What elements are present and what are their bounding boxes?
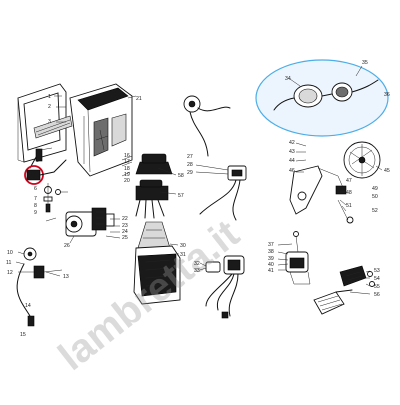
callout-19: 19 — [124, 172, 130, 178]
connector-53-56 — [339, 265, 375, 287]
callout-8: 8 — [34, 203, 37, 209]
callout-3: 3 — [48, 119, 51, 125]
callout-56: 56 — [374, 292, 380, 298]
callout-23: 23 — [122, 223, 128, 229]
callout-5: 5 — [36, 158, 39, 164]
battery-frame-assembly — [17, 83, 133, 177]
callout-4: 4 — [36, 149, 39, 155]
callout-13: 13 — [63, 274, 69, 280]
callout-28: 28 — [187, 162, 193, 168]
switch-37-41 — [285, 231, 311, 285]
callout-41: 41 — [268, 268, 274, 274]
callout-53: 53 — [374, 268, 380, 274]
callout-49: 49 — [372, 186, 378, 192]
callout-17: 17 — [124, 159, 130, 165]
callout-18: 18 — [124, 166, 130, 172]
hardware-6-9 — [26, 159, 68, 213]
horn-45 — [343, 141, 381, 179]
relay-block-57 — [135, 179, 169, 219]
highlight-marker — [24, 165, 44, 185]
callout-39: 39 — [268, 256, 274, 262]
callout-50: 50 — [372, 194, 378, 200]
callout-38: 38 — [268, 249, 274, 255]
callout-36: 36 — [384, 92, 390, 98]
callout-10: 10 — [7, 250, 13, 256]
callout-52: 52 — [372, 208, 378, 214]
callout-47: 47 — [346, 178, 352, 184]
callout-35: 35 — [362, 60, 368, 66]
callout-40: 40 — [268, 262, 274, 268]
connector-22-bottom — [205, 261, 221, 273]
callout-numbers: 1 2 3 4 5 6 7 8 9 10 11 12 13 14 15 16 1… — [6, 60, 390, 338]
coil-cover-30-31 — [133, 221, 181, 305]
callout-46: 46 — [289, 168, 295, 174]
callout-43: 43 — [289, 149, 295, 155]
callout-54: 54 — [374, 276, 380, 282]
callout-1: 1 — [48, 94, 51, 100]
callout-24: 24 — [122, 229, 128, 235]
callout-32: 32 — [194, 261, 200, 267]
callout-34: 34 — [285, 76, 291, 82]
callout-25: 25 — [122, 235, 128, 241]
callout-42: 42 — [289, 140, 295, 146]
callout-20: 20 — [124, 178, 130, 184]
callout-51: 51 — [346, 203, 352, 209]
callout-58: 58 — [178, 173, 184, 179]
leader-lines — [15, 65, 383, 295]
callout-45: 45 — [384, 168, 390, 174]
callout-12: 12 — [7, 270, 13, 276]
bracket-42-52 — [289, 165, 354, 224]
callout-9: 9 — [34, 210, 37, 216]
callout-29: 29 — [187, 170, 193, 176]
callout-11: 11 — [6, 260, 11, 266]
callout-21: 21 — [136, 96, 142, 102]
callout-44: 44 — [289, 158, 295, 164]
callout-30: 30 — [180, 243, 186, 249]
callout-26: 26 — [64, 243, 70, 249]
callout-7: 7 — [34, 196, 37, 202]
connector-32-33 — [205, 255, 245, 319]
callout-6: 6 — [34, 186, 37, 192]
callout-31: 31 — [180, 252, 186, 258]
relay-block-58 — [135, 153, 173, 175]
cable-sensor-10-14 — [16, 247, 63, 327]
callout-57: 57 — [178, 193, 184, 199]
callout-37: 37 — [268, 242, 274, 248]
callout-55: 55 — [374, 284, 380, 290]
callout-27: 27 — [187, 154, 193, 160]
coil-assembly-22-26 — [65, 207, 115, 237]
callout-16: 16 — [124, 153, 130, 159]
rubber-boot-55 — [313, 289, 353, 315]
callout-14: 14 — [25, 303, 31, 309]
callout-22: 22 — [122, 216, 128, 222]
callout-33: 33 — [194, 268, 200, 274]
headlamp-unit-34-36 — [273, 79, 379, 111]
callout-15: 15 — [20, 332, 26, 338]
switch-27-29 — [183, 95, 247, 221]
callout-48: 48 — [346, 190, 352, 196]
callout-2: 2 — [48, 104, 51, 110]
